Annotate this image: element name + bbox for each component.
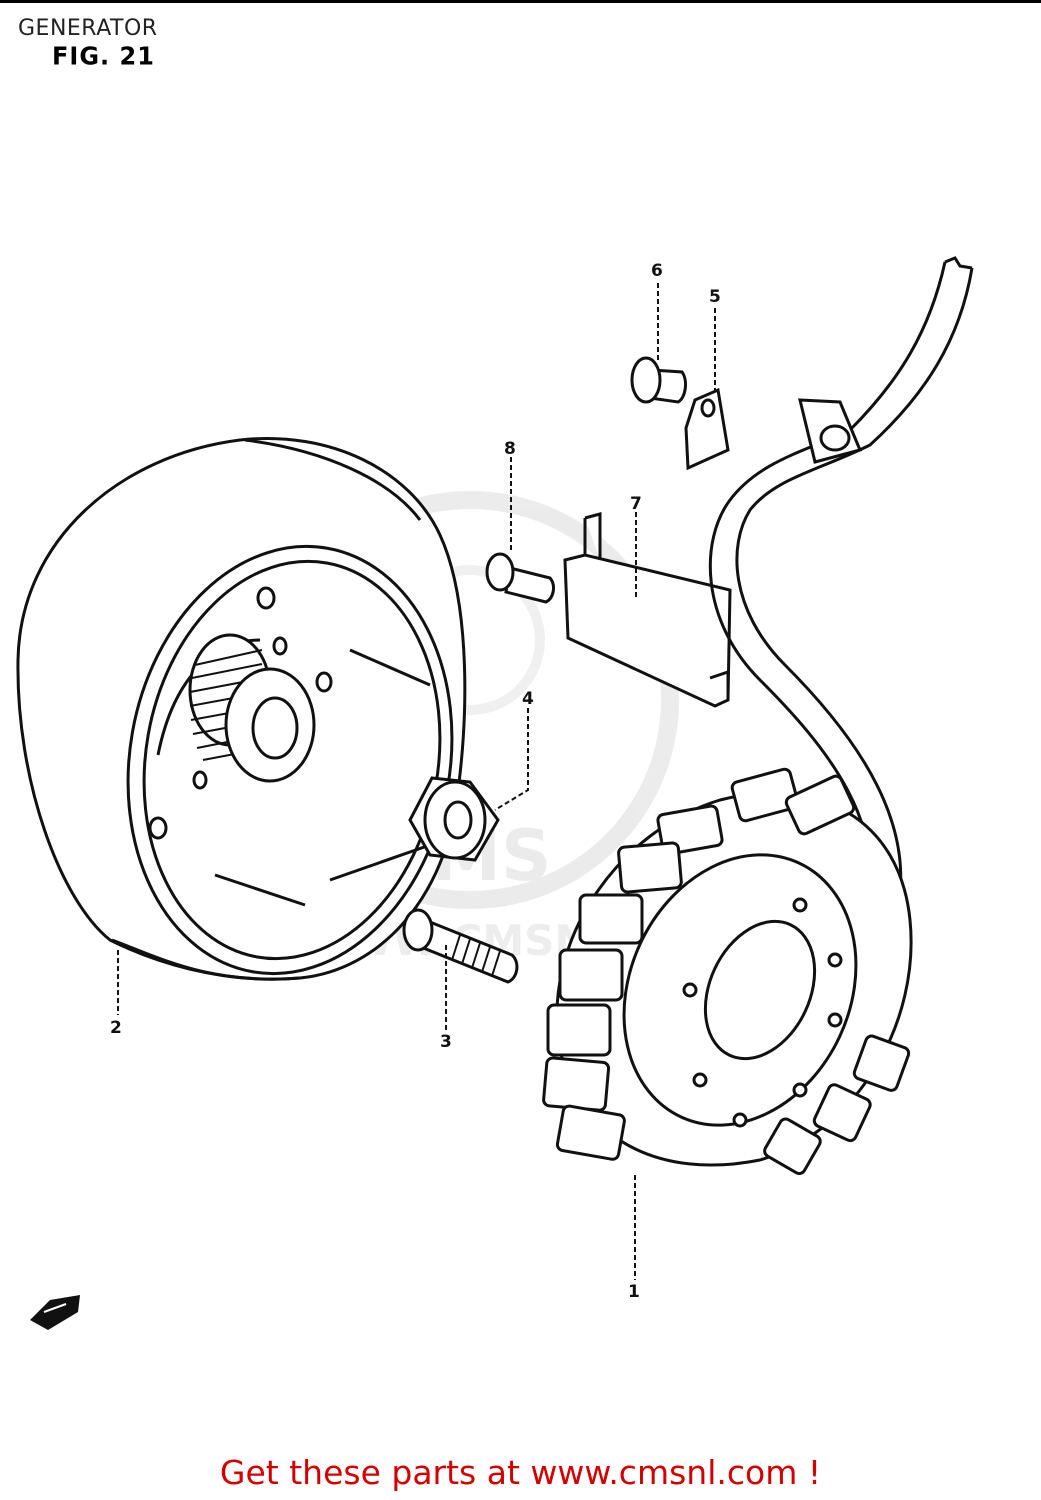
footer-parts-link[interactable]: Get these parts at www.cmsnl.com ! [219, 1453, 822, 1492]
callout-8: 8 [504, 439, 516, 459]
figure-label: FIG. 21 [52, 41, 155, 71]
washer-part-4 [408, 776, 500, 862]
direction-arrow-icon [30, 1295, 80, 1330]
rotor [16, 437, 467, 981]
callout-7: 7 [630, 494, 642, 514]
lead-wire [708, 256, 974, 936]
callouts: 6 5 8 7 4 2 3 1 [110, 261, 721, 1302]
callout-4: 4 [522, 689, 534, 709]
section-title: GENERATOR [18, 16, 158, 41]
guide-plate-part-7 [563, 512, 732, 708]
callout-5: 5 [709, 287, 721, 307]
callout-2: 2 [110, 1018, 122, 1038]
bolt-part-3 [402, 908, 519, 984]
leader-lines [117, 283, 716, 1280]
callout-6: 6 [651, 261, 663, 281]
screw-part-8 [485, 552, 555, 604]
clamp-part-5 [684, 387, 730, 471]
screw-part-6 [630, 356, 687, 404]
callout-1: 1 [628, 1282, 640, 1302]
top-rule [0, 0, 1041, 3]
stator-part-1 [542, 767, 913, 1175]
callout-3: 3 [440, 1032, 452, 1052]
